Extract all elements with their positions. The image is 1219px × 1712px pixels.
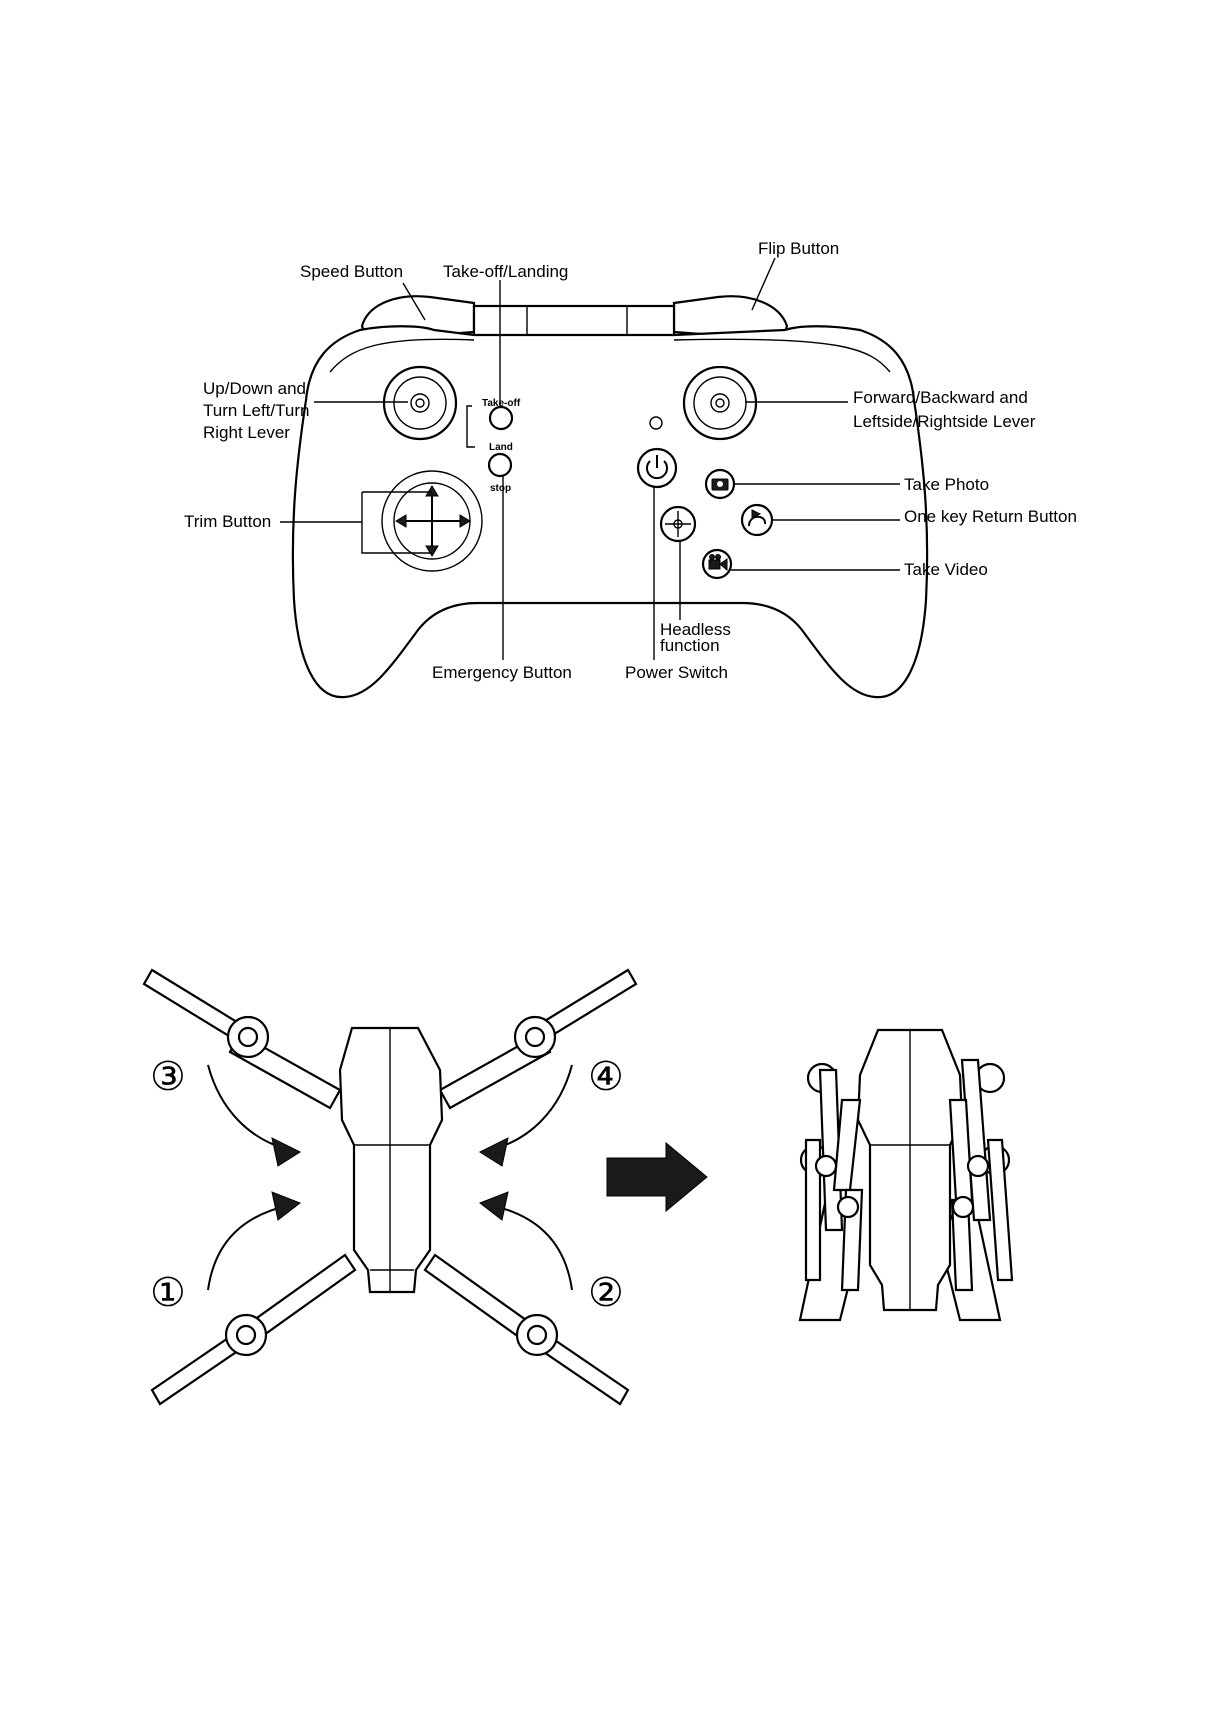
- step-number-2: ②: [588, 1270, 624, 1316]
- right-lever-label-1: Forward/Backward and: [853, 388, 1028, 407]
- step-number-1: ①: [150, 1270, 186, 1316]
- take-photo-label: Take Photo: [904, 475, 989, 494]
- emergency-button-label: Emergency Button: [432, 663, 572, 682]
- step-number-3: ③: [150, 1054, 186, 1100]
- take-video-label: Take Video: [904, 560, 988, 579]
- return-icon[interactable]: [742, 505, 772, 535]
- left-lever-label-1: Up/Down and: [203, 379, 306, 398]
- left-lever-label-2: Turn Left/Turn: [203, 401, 309, 420]
- power-switch-label: Power Switch: [625, 663, 728, 682]
- headless-label-2: function: [660, 636, 720, 655]
- drone-body: [340, 1028, 442, 1292]
- one-key-return-label: One key Return Button: [904, 507, 1077, 526]
- right-lever-label-2: Leftside/Rightside Lever: [853, 412, 1036, 431]
- headless-icon[interactable]: [661, 507, 695, 541]
- stop-button[interactable]: [489, 454, 511, 476]
- camera-icon[interactable]: [706, 470, 734, 498]
- arrow-right-icon: [607, 1143, 707, 1211]
- land-button-text: Land: [489, 442, 513, 453]
- drone-unfolded: ③ ④ ① ②: [144, 970, 636, 1404]
- power-icon[interactable]: [638, 449, 676, 487]
- controller-body: [293, 326, 927, 697]
- takeoff-land-button[interactable]: [490, 407, 512, 429]
- controller-diagram: Take-off Land stop: [184, 239, 1077, 697]
- drone-folded: [800, 1030, 1012, 1320]
- takeoff-landing-label: Take-off/Landing: [443, 262, 568, 281]
- video-camera-icon[interactable]: [703, 550, 731, 578]
- step-number-4: ④: [588, 1054, 624, 1100]
- trim-button-label: Trim Button: [184, 512, 271, 531]
- flip-button-label: Flip Button: [758, 239, 839, 258]
- takeoff-button-text: Take-off: [482, 398, 521, 409]
- left-lever-label-3: Right Lever: [203, 423, 290, 442]
- speed-button-label: Speed Button: [300, 262, 403, 281]
- stop-button-text: stop: [490, 483, 511, 494]
